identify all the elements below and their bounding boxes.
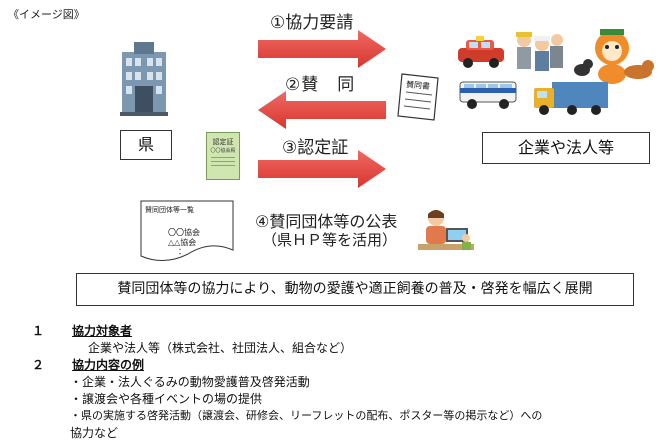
agreement-doc-title: 賛同書	[405, 79, 431, 92]
section-2-number: ２	[32, 358, 45, 372]
section-1-body: 企業や法人等（株式会社、社団法人、組合など）	[88, 341, 353, 355]
member-list-item-1: 〇〇協会	[168, 228, 200, 237]
bus-icon	[459, 81, 517, 109]
section-2-title: 協力内容の例	[72, 358, 145, 372]
member-list-dots: ：	[178, 247, 186, 256]
truck-icon	[534, 82, 608, 115]
mascot-dog-icon	[574, 29, 654, 84]
member-list-item-2: △△協会	[168, 238, 197, 247]
member-list-title: 賛同団体等一覧	[145, 206, 194, 214]
certificate-title: 認定証	[212, 138, 234, 146]
label-agree: ②賛 同	[285, 75, 356, 95]
corporations-box: 企業や法人等	[482, 132, 650, 164]
corporations-illustration	[458, 29, 654, 115]
publication-label: ④賛同団体等の公表	[255, 212, 398, 231]
arrow-request-right	[258, 30, 386, 68]
member-list-document	[140, 200, 234, 261]
summary-banner: 賛同団体等の協力により、動物の愛護や適正飼養の普及・啓発を幅広く展開	[76, 273, 634, 306]
section-1-heading: １ 協力対象者	[32, 322, 132, 339]
arrow-agree-left	[258, 91, 386, 129]
workers-icon	[516, 32, 563, 71]
section-2-item-3: ・県の実施する啓発活動（譲渡会、研修会、リーフレットの配布、ポスター等の掲示など…	[70, 409, 543, 422]
taxi-icon	[458, 36, 504, 68]
label-certificate: ③認定証	[282, 138, 349, 158]
section-2-item-1: ・企業・法人ぐるみの動物愛護普及啓発活動	[70, 375, 310, 389]
section-2-heading: ２ 協力内容の例	[32, 356, 144, 373]
certificate-document: 認定証 〇〇協会殿	[206, 132, 240, 180]
section-2-item-4: 協力など	[70, 426, 119, 440]
certificate-sub: 〇〇協会殿	[210, 148, 236, 154]
section-2-item-2: ・譲渡会や各種イベントの場の提供	[70, 392, 263, 406]
label-request: ①協力要請	[270, 13, 354, 33]
publication-method: （県ＨＰ等を活用）	[262, 231, 398, 249]
person-at-computer-icon	[418, 210, 474, 250]
prefecture-box: 県	[120, 130, 172, 160]
section-1-title: 協力対象者	[72, 324, 133, 338]
prefectural-office-building-icon	[120, 42, 168, 116]
arrow-certificate-right	[258, 150, 386, 188]
image-caption: 《イメージ図》	[8, 8, 85, 21]
section-1-number: １	[32, 324, 45, 338]
agreement-document	[397, 73, 439, 121]
